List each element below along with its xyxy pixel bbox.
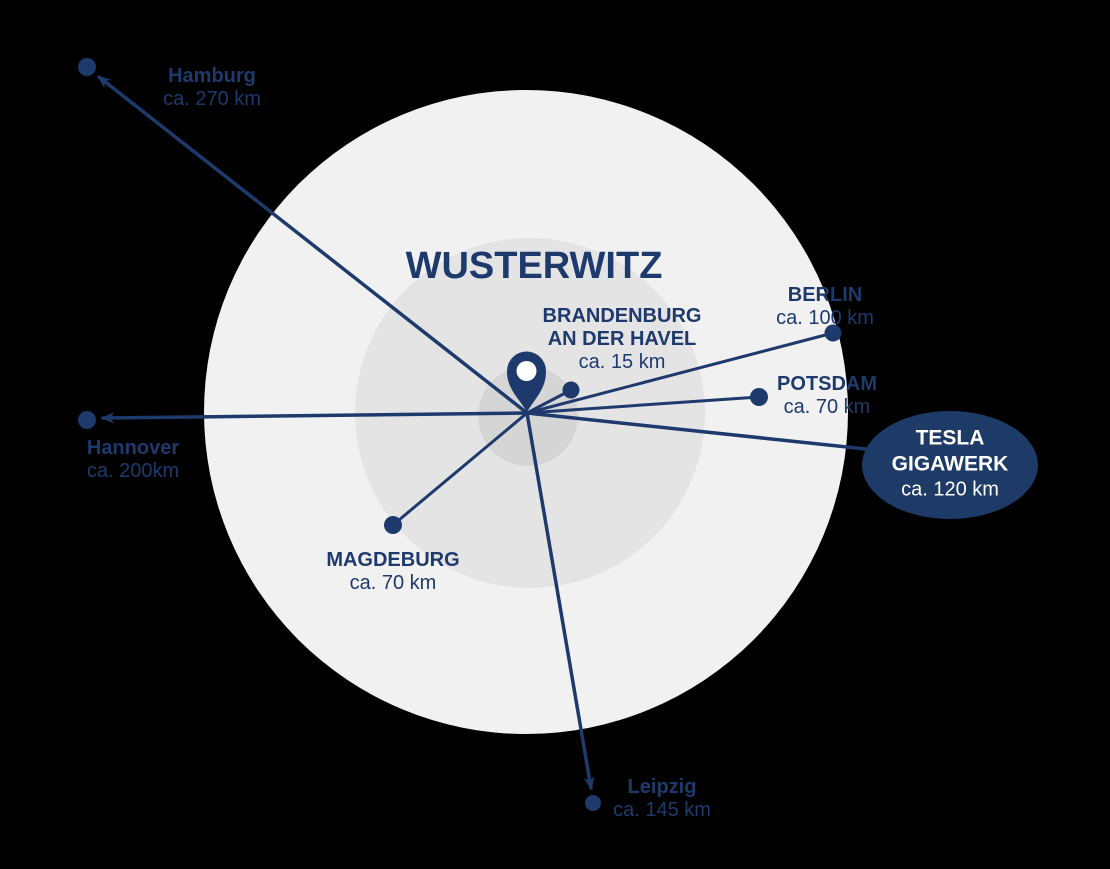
city-distance: ca. 70 km	[783, 396, 871, 418]
dot-leipzig	[585, 795, 601, 811]
city-name: Hamburg	[168, 65, 256, 87]
city-distance: ca. 120 km	[901, 478, 999, 501]
label-magdeburg: MAGDEBURG ca. 70 km	[326, 549, 459, 595]
city-name: POTSDAM	[777, 373, 877, 395]
city-dots	[78, 58, 842, 811]
dot-brandenburg	[562, 381, 580, 399]
label-tesla-gigawerk: TESLA GIGAWERK ca. 120 km	[892, 426, 1009, 503]
city-name: MAGDEBURG	[326, 549, 460, 571]
line-leipzig	[525, 411, 595, 790]
city-distance: ca. 100 km	[776, 307, 874, 329]
dot-magdeburg	[384, 516, 402, 534]
city-name: TESLA	[915, 426, 985, 450]
city-distance: ca. 145 km	[613, 799, 711, 821]
city-distance: ca. 15 km	[578, 351, 666, 373]
line-hamburg	[97, 75, 529, 415]
city-name: BRANDENBURG	[542, 305, 702, 327]
dot-hannover	[78, 411, 96, 429]
label-hamburg: Hamburg ca. 270 km	[163, 65, 261, 111]
label-berlin: BERLIN ca. 100 km	[776, 284, 874, 330]
tesla-badge-ellipse	[862, 411, 1038, 519]
distance-lines	[97, 75, 868, 790]
label-leipzig: Leipzig ca. 145 km	[613, 776, 711, 822]
city-name: BERLIN	[787, 284, 863, 306]
dot-potsdam	[750, 388, 768, 406]
page-title: WUSTERWITZ	[405, 245, 663, 287]
location-pin-icon	[507, 351, 546, 412]
city-distance: ca. 70 km	[349, 572, 437, 594]
city-name: Hannover	[86, 437, 180, 459]
label-brandenburg: BRANDENBURG AN DER HAVEL ca. 15 km	[543, 305, 702, 374]
city-name-line2: GIGAWERK	[891, 452, 1009, 476]
city-name: Leipzig	[627, 776, 697, 798]
line-tesla	[525, 411, 868, 451]
dot-hamburg	[78, 58, 96, 76]
city-distance: ca. 200km	[86, 460, 180, 482]
city-distance: ca. 270 km	[163, 88, 261, 110]
line-hannover	[101, 411, 529, 424]
line-berlin	[525, 331, 835, 415]
label-potsdam: POTSDAM ca. 70 km	[777, 373, 877, 419]
label-hannover: Hannover ca. 200km	[87, 437, 179, 483]
dot-berlin	[824, 324, 842, 342]
line-potsdam	[525, 395, 761, 415]
line-magdeburg	[391, 411, 529, 527]
city-name-line2: AN DER HAVEL	[547, 328, 697, 350]
